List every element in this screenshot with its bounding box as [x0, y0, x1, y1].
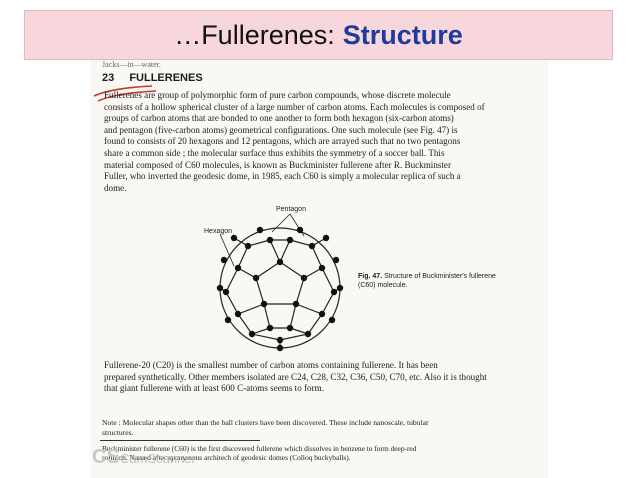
scanned-page: Jacks—in—water. 23 FULLERENES Fullerenes… — [90, 60, 548, 478]
section-heading: 23 FULLERENES — [102, 72, 203, 84]
camscanner-text: CamScanner — [120, 451, 196, 466]
title-bold: Structure — [342, 19, 463, 50]
label-hexagon: Hexagon — [204, 228, 233, 235]
para1-line: material composed of C60 molecules, is k… — [104, 159, 451, 170]
label-pentagon: Pentagon — [276, 206, 306, 213]
caption-text: Structure of Buckminister's fullerene (C… — [358, 273, 496, 289]
red-underline-mark — [93, 85, 157, 102]
cut-text: Jacks—in—water. — [102, 60, 161, 69]
fullerene-figure — [216, 213, 344, 352]
para1-line: dome. — [104, 182, 127, 193]
title-prefix: …Fullerenes: — [174, 19, 335, 50]
camscanner-logo-icon: CS — [92, 446, 120, 468]
paragraph-intro: Fullerenes are group of polymorphic form… — [104, 90, 544, 194]
para1-line: Fullerenes are group of polymorphic form… — [104, 90, 451, 100]
section-title: FULLERENES — [129, 72, 203, 84]
figure-caption: Fig. 47. Structure of Buckminister's ful… — [358, 272, 508, 290]
para1-line: consists of a hollow spherical cluster o… — [104, 101, 485, 112]
para1-line: share a common side ; the molecular surf… — [104, 147, 445, 158]
para2-line: that giant fullerene with at least 600 C… — [104, 383, 324, 394]
foot-line: Buckminister fullerene (C60) is the firs… — [102, 444, 417, 453]
para1-line: Fuller, who inverted the geodesic dome, … — [104, 171, 461, 182]
para2-line: Fullerene-20 (C20) is the smallest numbe… — [104, 360, 438, 370]
section-number: 23 — [102, 72, 115, 84]
note-line: Note : Molecular shapes other than the b… — [102, 418, 429, 427]
note-line: structures. — [102, 427, 134, 437]
note-text: Note : Molecular shapes other than the b… — [102, 418, 542, 437]
footnote-divider — [100, 440, 260, 441]
footnote: Buckminister fullerene (C60) is the firs… — [102, 444, 542, 462]
para1-line: found to consists of 20 hexagons and 12 … — [104, 136, 461, 147]
para1-line: groups of carbon atoms that are bonded t… — [104, 113, 454, 124]
para1-line: and pentagon (five-carbon atoms) geometr… — [104, 124, 458, 135]
camscanner-watermark: CS CamScanner — [92, 442, 202, 472]
slide-title: …Fullerenes: Structure — [24, 10, 613, 60]
paragraph-fullerene-20: Fullerene-20 (C20) is the smallest numbe… — [104, 360, 544, 395]
foot-line: solution. Named after eponymous architec… — [102, 453, 351, 463]
caption-bold: Fig. 47. — [358, 273, 383, 280]
para2-line: prepared synthetically. Other members is… — [104, 371, 487, 382]
